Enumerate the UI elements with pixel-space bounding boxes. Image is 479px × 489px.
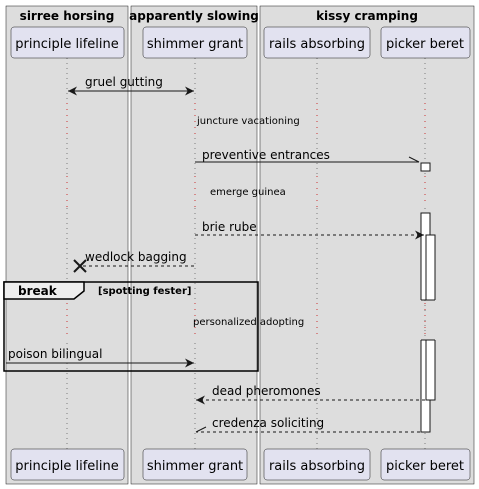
message-label: preventive entrances	[202, 148, 330, 162]
participant-principle-lifeline-bottom[interactable]: principle lifeline	[10, 448, 125, 481]
participant-picker-beret[interactable]: picker beret	[380, 26, 471, 59]
message-label: poison bilingual	[8, 347, 102, 361]
message-brie-rube: brie rube	[195, 220, 424, 240]
participant-label: rails absorbing	[269, 37, 365, 52]
message-label: dead pheromones	[212, 384, 321, 398]
activation-bar	[420, 162, 431, 172]
message-wedlock-bagging: wedlock bagging	[73, 250, 194, 273]
activation-gap-edges	[421, 299, 435, 341]
participant-shimmer-grant-bottom[interactable]: shimmer grant	[142, 448, 248, 481]
box-title: apparently slowing	[129, 9, 259, 23]
participant-label: picker beret	[386, 459, 464, 474]
participant-principle-lifeline[interactable]: principle lifeline	[10, 26, 125, 59]
message-gruel-gutting: gruel gutting	[68, 75, 194, 96]
message-credenza-soliciting: credenza soliciting	[195, 416, 420, 433]
message-poison-bilingual: poison bilingual	[6, 347, 194, 368]
participant-label: shimmer grant	[147, 459, 243, 474]
box-title: sirree horsing	[20, 9, 115, 23]
messages: gruel gutting juncture vacationing preve…	[6, 75, 425, 433]
participants-bottom: principle lifeline shimmer grant rails a…	[10, 448, 471, 481]
participant-label: shimmer grant	[147, 37, 243, 52]
message-dead-pheromones: dead pheromones	[196, 384, 425, 405]
participant-rails-absorbing-bottom[interactable]: rails absorbing	[263, 448, 371, 481]
destroy-icon	[73, 259, 87, 273]
participant-label: picker beret	[386, 37, 464, 52]
box-title: kissy cramping	[316, 9, 418, 23]
participant-label: principle lifeline	[15, 459, 118, 474]
delay-dots	[66, 103, 426, 339]
box-sirree-horsing: sirree horsing	[5, 5, 129, 485]
participant-shimmer-grant[interactable]: shimmer grant	[142, 26, 248, 59]
message-label: brie rube	[202, 220, 257, 234]
fragment-keyword: break	[18, 284, 58, 298]
message-label: credenza soliciting	[212, 416, 324, 430]
delay-label: personalized adopting	[193, 317, 304, 328]
participant-label: rails absorbing	[269, 459, 365, 474]
participant-label: principle lifeline	[15, 37, 118, 52]
box-kissy-cramping: kissy cramping	[259, 5, 475, 485]
participant-picker-beret-bottom[interactable]: picker beret	[380, 448, 471, 481]
participant-rails-absorbing[interactable]: rails absorbing	[263, 26, 371, 59]
message-label: gruel gutting	[85, 75, 163, 89]
box-apparently-slowing: apparently slowing	[129, 5, 259, 485]
participants-top: principle lifeline shimmer grant rails a…	[10, 26, 471, 59]
delay-label: juncture vacationing	[196, 116, 300, 127]
message-preventive-entrances: preventive entrances	[195, 148, 420, 163]
activation-gaps	[420, 300, 436, 340]
delay-label: emerge guinea	[210, 187, 286, 198]
fragment-condition: [spotting fester]	[98, 286, 191, 297]
fragment-break: break [spotting fester]	[3, 281, 259, 372]
message-label: wedlock bagging	[85, 250, 187, 264]
